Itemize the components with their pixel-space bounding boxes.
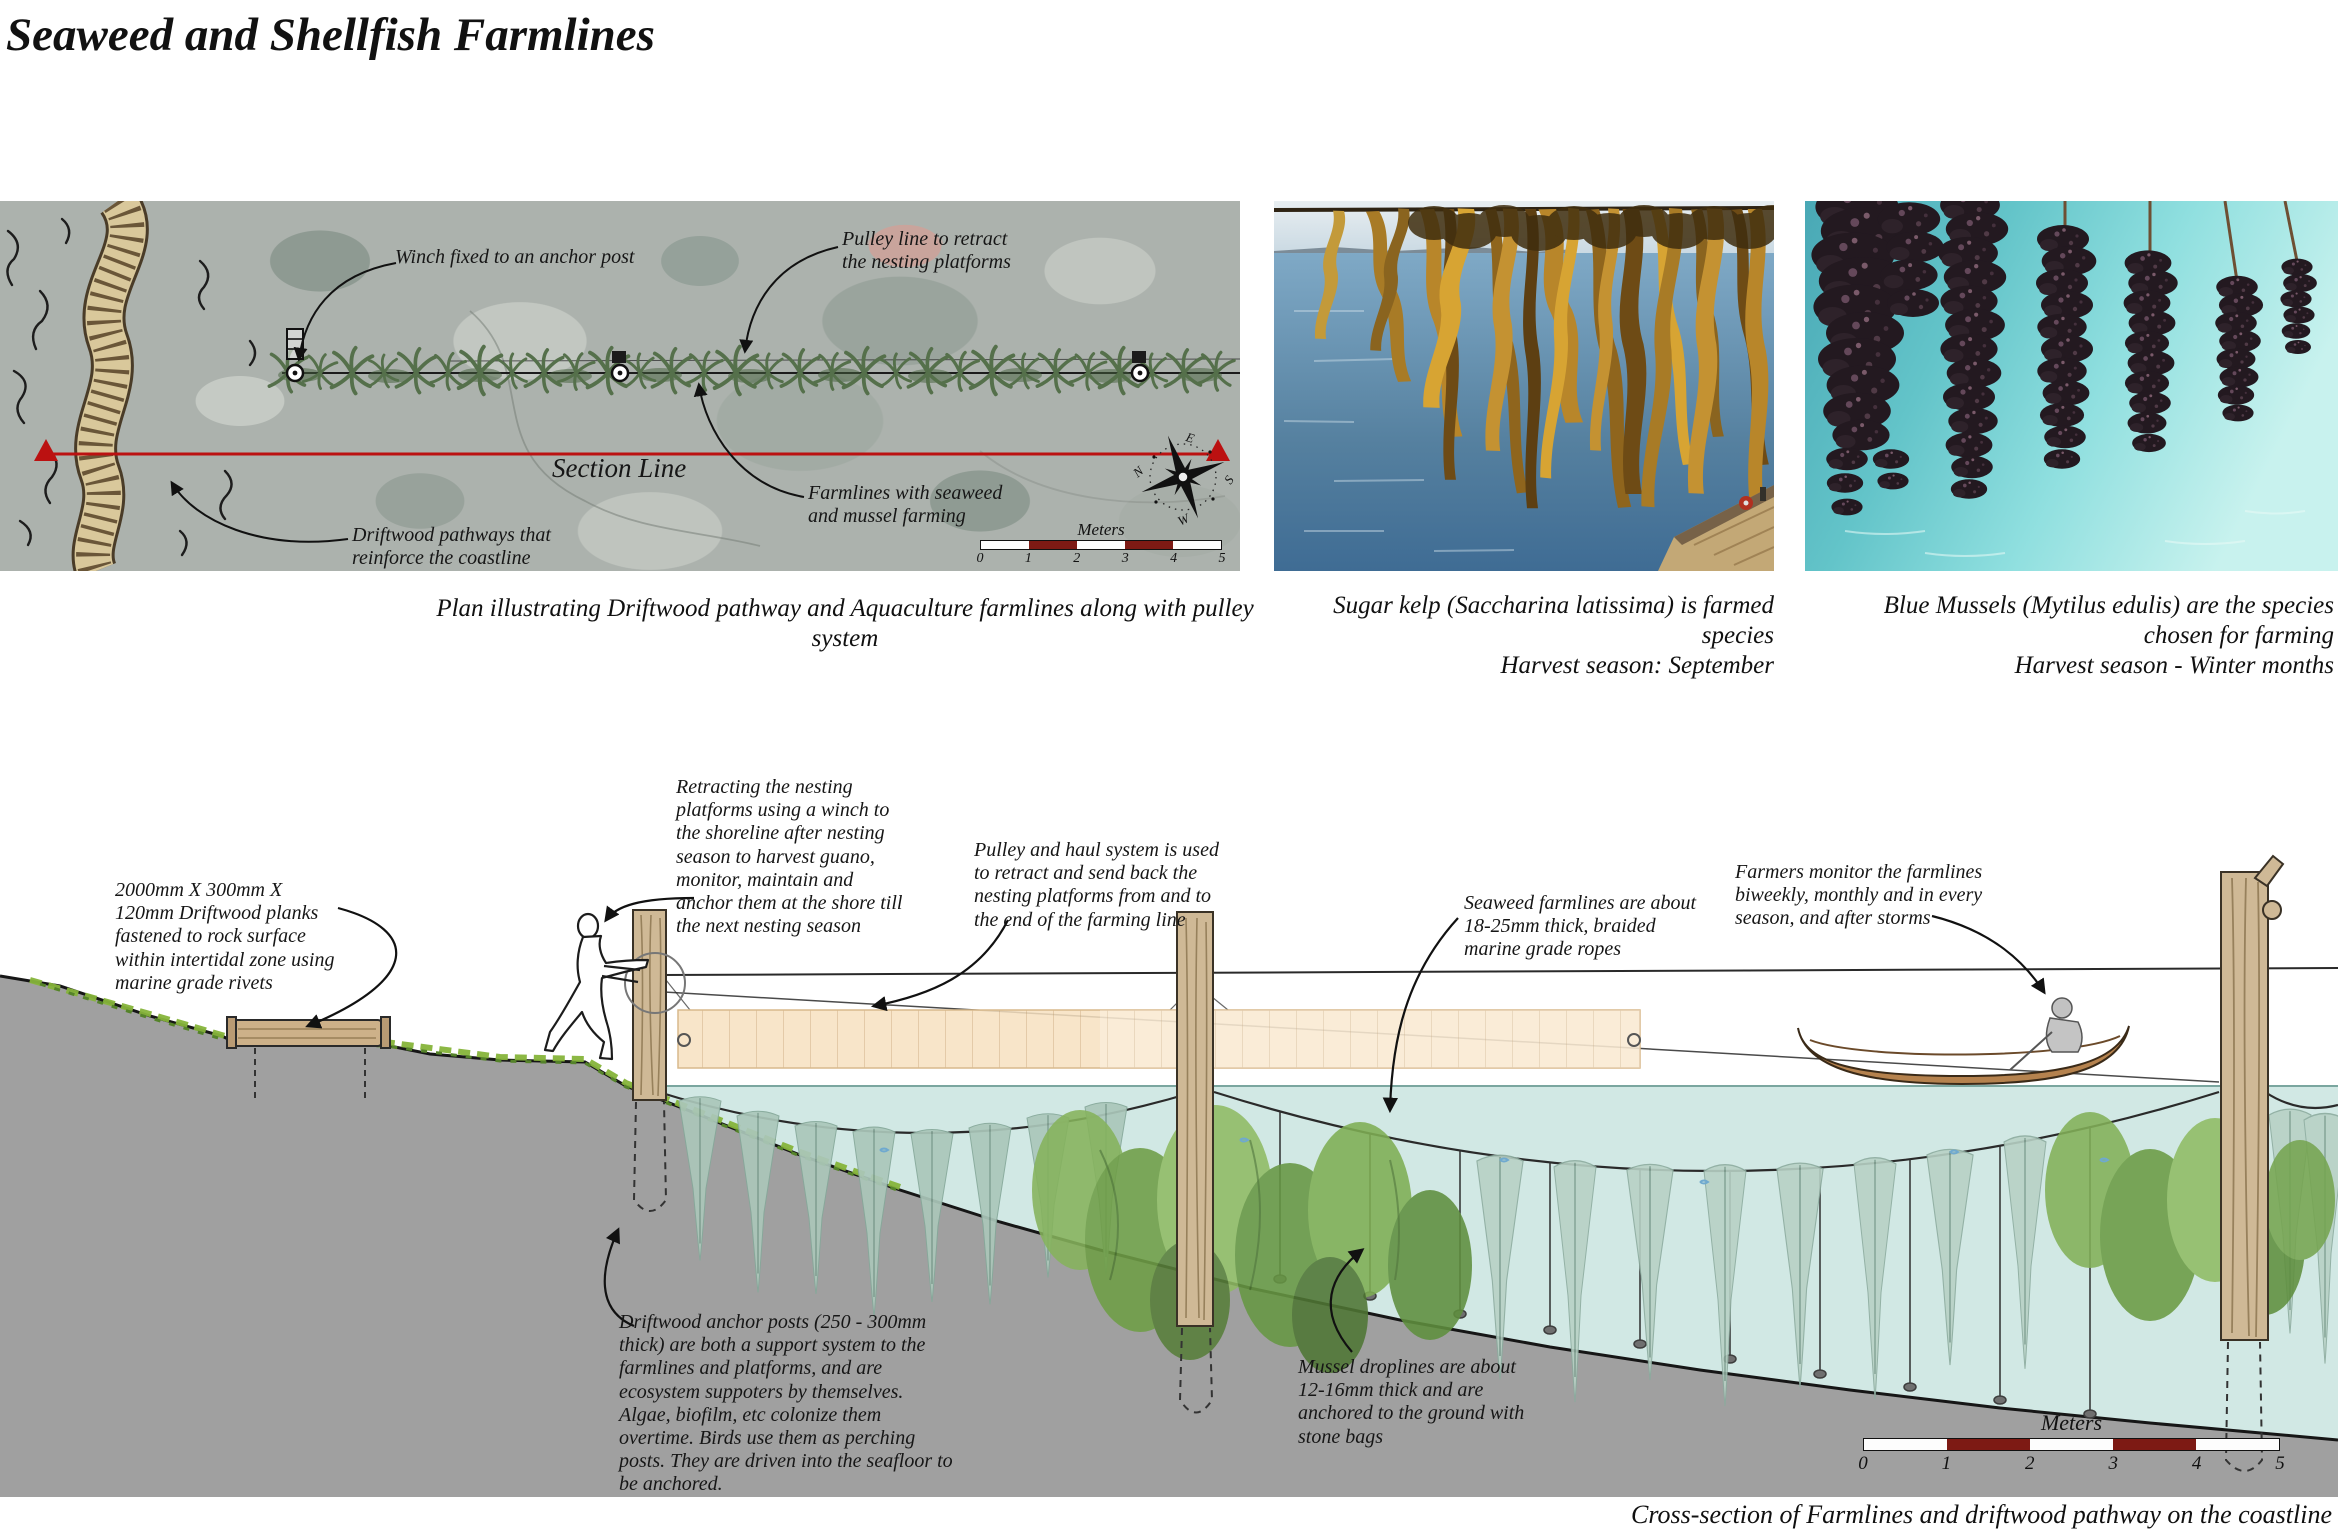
section-scale-segments xyxy=(1863,1438,2280,1451)
page-title: Seaweed and Shellfish Farmlines xyxy=(6,9,655,61)
tick: 0 xyxy=(976,551,984,566)
kelp-canopy xyxy=(1408,205,1774,251)
driftwood-pathway xyxy=(71,201,149,571)
plan-annotation-section-line: Section Line xyxy=(552,453,687,483)
anchor-points xyxy=(285,328,1150,383)
plan-scale-bar: Meters 0 1 2 3 4 5 xyxy=(976,520,1226,569)
kelp-photo-art xyxy=(1274,201,1774,571)
monitoring-boat xyxy=(1797,997,2130,1086)
section-annotation-seaweed-lines: Seaweed farmlines are about 18-25mm thic… xyxy=(1464,892,1697,961)
seaweed-band xyxy=(267,344,1237,397)
kelp-photo xyxy=(1274,201,1774,571)
section-scale-title: Meters xyxy=(2040,1410,2103,1435)
plan-annotation-pulley: Pulley line to retract the nesting platf… xyxy=(842,228,1011,274)
ripples xyxy=(1283,310,1515,552)
post-2-foundation xyxy=(1178,1327,1214,1414)
tick: 2 xyxy=(1073,551,1081,566)
mussel-photo-art xyxy=(1805,201,2338,571)
anchor-post-2 xyxy=(1176,911,1214,1414)
plan-scale-title: Meters xyxy=(1077,520,1125,539)
section-annotation-retracting: Retracting the nesting platforms using a… xyxy=(676,776,903,938)
section-scale-bar: Meters 0 1 2 3 4 5 xyxy=(1858,1410,2285,1477)
section-annotation-anchor-posts: Driftwood anchor posts (250 - 300mm thic… xyxy=(619,1311,953,1496)
dock xyxy=(1658,485,1774,571)
person-on-shore xyxy=(543,912,650,1061)
rope-lines xyxy=(2063,201,2299,282)
kelp-line xyxy=(1274,206,1774,212)
fish-marks xyxy=(879,1137,2110,1185)
tick: 2 xyxy=(2025,1453,2035,1474)
tick: 1 xyxy=(1941,1453,1952,1474)
kelp-caption-line2: Harvest season: September xyxy=(1500,652,1774,679)
plan-annotation-driftwood: Driftwood pathways that reinforce the co… xyxy=(352,524,551,570)
mussel-caption: Blue Mussels (Mytilus edulis) are the sp… xyxy=(1810,591,2334,681)
plan-annotation-farmlines: Farmlines with seaweed and mussel farmin… xyxy=(808,482,1003,528)
section-annotation-planks: 2000mm X 300mm X 120mm Driftwood planks … xyxy=(115,879,335,994)
kelp-caption: Sugar kelp (Saccharina latissima) is far… xyxy=(1290,591,1774,681)
post-1-foundation xyxy=(632,1101,668,1212)
plan-leader-arrows xyxy=(170,246,839,543)
plan-drawing xyxy=(6,201,1240,571)
ground xyxy=(0,976,2338,1497)
plan-annotation-winch: Winch fixed to an anchor post xyxy=(395,246,635,268)
anchor-post-1 xyxy=(624,909,686,1212)
tick: 4 xyxy=(2191,1453,2202,1474)
farmer-head xyxy=(2051,997,2073,1019)
tick: 5 xyxy=(2275,1453,2285,1474)
anchor-post-3 xyxy=(2220,854,2285,1472)
winch-wheel xyxy=(624,952,686,1014)
section-annotation-pulley-haul: Pulley and haul system is used to retrac… xyxy=(974,839,1219,931)
post-3-foundation xyxy=(2224,1341,2264,1472)
farmer-body xyxy=(2045,1017,2083,1053)
driftwood-planks xyxy=(226,1016,391,1100)
section-annotation-droplines: Mussel droplines are about 12-16mm thick… xyxy=(1298,1356,1525,1448)
plan-illustration xyxy=(0,201,1240,571)
tick: 1 xyxy=(1024,551,1032,566)
kelp-caption-line1: Sugar kelp (Saccharina latissima) is far… xyxy=(1333,592,1774,649)
tick: 4 xyxy=(1170,551,1178,566)
tick: 0 xyxy=(1858,1453,1868,1474)
section-caption: Cross-section of Farmlines and driftwood… xyxy=(1630,1500,2332,1529)
section-annotation-farmers: Farmers monitor the farmlines biweekly, … xyxy=(1735,861,1983,930)
section-leader-arrows xyxy=(305,896,2046,1353)
nesting-platform xyxy=(677,1009,1641,1069)
cross-section-drawing xyxy=(0,854,2338,1497)
section-line-mark xyxy=(34,439,1230,461)
section-scale-ticks: 0 1 2 3 4 5 xyxy=(1858,1453,2285,1477)
tick: 3 xyxy=(2108,1453,2118,1474)
plan-scale-segments xyxy=(980,540,1222,550)
tick: 5 xyxy=(1218,551,1226,566)
mussel-caption-line2: Harvest season - Winter months xyxy=(2014,652,2334,679)
mussel-caption-line1: Blue Mussels (Mytilus edulis) are the sp… xyxy=(1883,592,2334,649)
plan-scale-ticks: 0 1 2 3 4 5 xyxy=(976,551,1226,569)
tick: 3 xyxy=(1121,551,1129,566)
compass-rose xyxy=(1141,435,1225,519)
mussel-photo xyxy=(1805,201,2338,571)
ripples xyxy=(1844,510,2306,557)
plan-caption: Plan illustrating Driftwood pathway and … xyxy=(436,595,1254,652)
map-patch xyxy=(867,231,943,255)
